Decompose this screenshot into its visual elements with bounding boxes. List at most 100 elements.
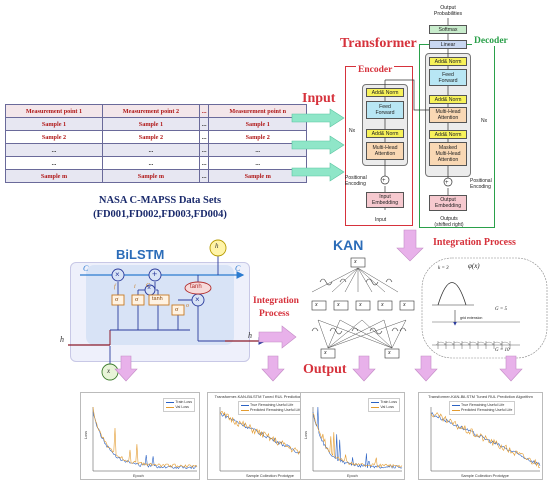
decoder-nx: Nx <box>481 118 488 124</box>
input-arrow-1 <box>291 108 345 128</box>
table-cell: Sample m <box>5 169 103 183</box>
encoder-positional-encoding: Positional Encoding <box>345 175 367 187</box>
kan-mid-node <box>355 300 371 311</box>
dataset-caption-line1: NASA C-MAPSS Data Sets <box>98 195 222 206</box>
lstm-times-3: × <box>195 295 200 304</box>
lstm-f-label: f <box>114 284 116 290</box>
kan-top-label: x <box>354 259 357 265</box>
encoder-nx: Nx <box>349 128 356 134</box>
output-arrow-1 <box>114 355 138 382</box>
encoder-inputs-label: Input <box>375 217 387 223</box>
table-cell: Sample m <box>101 169 200 183</box>
kan-title: KAN <box>333 237 364 253</box>
chart-series-line <box>312 406 403 469</box>
output-probabilities: Output Probabilities <box>428 5 468 17</box>
dpe-line1: Positional <box>470 178 492 184</box>
encoder-feed-forward: Feed Forward <box>366 101 404 119</box>
encoder-add-norm-bottom: Add& Norm <box>366 129 404 138</box>
loss-chart-1: Train Loss Val Loss Epoch Loss <box>80 392 200 480</box>
output-arrow-4 <box>414 355 438 382</box>
kan-grid-extension: grid extension <box>460 316 483 320</box>
lstm-h-t: h <box>248 331 252 340</box>
table-row: Sample 2 Sample 2 ... Sample 2 <box>5 130 307 144</box>
kan-phi: φ(x) <box>468 262 480 270</box>
lstm-tanh-gate: tanh <box>152 296 163 302</box>
kan-mid-node <box>333 300 349 311</box>
decoder-label: Decoder <box>472 36 510 46</box>
mask-line2: Multi-Head <box>435 151 461 157</box>
loss-plot-2 <box>312 406 403 472</box>
table-cell: ... <box>5 156 103 170</box>
legend-val: Val Loss <box>175 405 189 409</box>
chart-series-line <box>92 406 198 468</box>
integration-arrow-mid <box>258 325 297 349</box>
lstm-h-prev: h <box>60 335 64 344</box>
lstm-times-2: × <box>147 285 152 292</box>
spline-inset <box>421 257 548 359</box>
kan-bottom-label-1: x <box>324 350 327 356</box>
output-arrow-5 <box>499 355 523 382</box>
loss-ylabel-1: Loss <box>84 430 89 440</box>
kan-bottom-node <box>384 348 400 359</box>
table-cell: Sample m <box>208 169 307 183</box>
kan-mid-label-4: x <box>381 302 384 308</box>
integration-arrow-top <box>396 229 424 262</box>
dmha-line2: Attention <box>437 115 459 121</box>
loss-ylabel-2: Loss <box>304 430 309 440</box>
kan-k3: k = 3 <box>438 266 449 271</box>
chart-series-line <box>312 412 403 468</box>
forget-multiply-icon <box>111 268 125 282</box>
table-cell: Sample 2 <box>5 130 103 144</box>
decoder-masked-attention: Masked Multi-Head Attention <box>429 142 467 166</box>
output-label: Output <box>303 362 347 377</box>
lstm-h-top: h <box>215 242 219 250</box>
lstm-plus: + <box>152 269 158 279</box>
decoder-add-norm-3: Add& Norm <box>429 130 467 139</box>
kan-bottom-label-2: x <box>388 350 391 356</box>
table-header-row: Measurement point 1 Measurement point 2 … <box>5 104 307 118</box>
kan-mid-label-5: x <box>403 302 406 308</box>
output-arrow-3 <box>352 355 376 382</box>
table-row: Sample m Sample m ... Sample m <box>5 169 307 183</box>
data-table: Measurement point 1 Measurement point 2 … <box>5 104 307 183</box>
kan-mid-label-2: x <box>337 302 340 308</box>
bilstm-title: BiLSTM <box>116 247 165 262</box>
loss-legend-2: Train Loss Val Loss <box>368 398 400 412</box>
encoder-multi-head-attention: Multi-Head Attention <box>366 142 404 160</box>
dmha-line1: Multi-Head <box>435 109 461 115</box>
integration-process-top: Integration Process <box>433 237 516 248</box>
loss-plot-1 <box>92 406 198 472</box>
tanh-ellipse <box>184 281 212 295</box>
legend-val: Val Loss <box>380 405 394 409</box>
oe-line2: Embedding <box>434 203 462 209</box>
decoder-positional-encoding: Positional Encoding <box>470 178 492 190</box>
rul-plot-2 <box>430 407 541 472</box>
output-arrow-2 <box>261 355 285 382</box>
input-gate-box <box>131 294 145 306</box>
integration-label-1: Integration <box>253 296 299 306</box>
mha-line2: Attention <box>374 151 396 157</box>
transformer-title: Transformer <box>340 36 417 51</box>
lstm-c-tilde-label: C <box>146 283 151 289</box>
input-arrow-2 <box>291 135 345 155</box>
legend-pred: Predicted Remaining Useful Life <box>461 408 513 412</box>
pe-line1: Positional <box>345 175 367 181</box>
kan-mid-label-1: x <box>315 302 318 308</box>
decoder-outputs-label: Outputs (shifted right) <box>428 216 470 228</box>
table-row: Sample 1 Sample 1 ... Sample 1 <box>5 117 307 131</box>
chart-series-line <box>430 412 541 466</box>
chart-axes <box>312 407 402 472</box>
lstm-c-next: C <box>235 264 241 273</box>
rul-legend-2: True Remaining Useful Life Predicted Rem… <box>449 401 516 415</box>
kan-g5: G = 5 <box>495 307 507 312</box>
legend-true: True Remaining Useful Life <box>249 403 294 407</box>
decoder-plus-icon: + <box>445 180 449 186</box>
dataset-caption-line2: (FD001,FD002,FD003,FD004) <box>93 209 227 220</box>
rul-xlabel-1: Sample Collection Prototype <box>246 474 294 478</box>
loss-xlabel-2: Epoch <box>347 474 358 478</box>
linear-block: Linear <box>429 40 467 49</box>
dff-line1: Feed <box>442 71 454 78</box>
